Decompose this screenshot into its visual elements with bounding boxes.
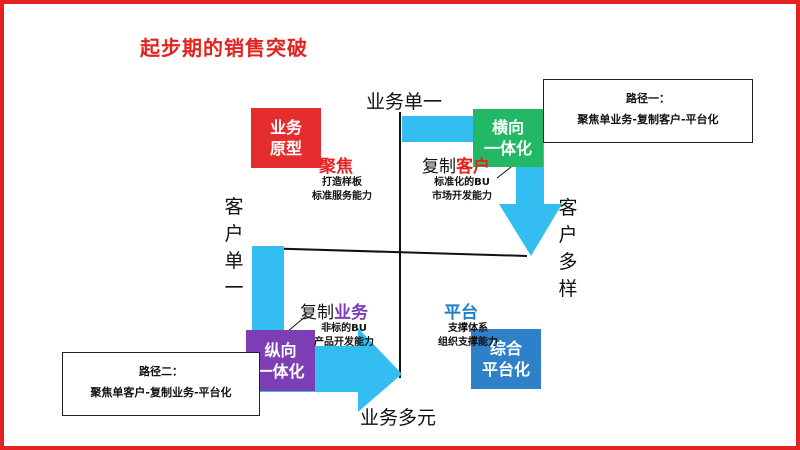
horizontal-axis-line	[257, 247, 528, 257]
quadrant-platform-line: 支撑体系	[448, 323, 488, 334]
quadrant-platform-desc: 支撑体系 组织支撑能力	[428, 322, 508, 350]
axis-label-right: 客 户 多 样	[557, 195, 579, 303]
path2-callout-label: 路径二：	[139, 365, 183, 378]
quadrant-copy-customer-line: 标准化的BU	[434, 177, 490, 188]
axis-label-bottom: 业务多元	[360, 407, 437, 429]
axis-label-top: 业务单一	[366, 91, 443, 113]
path2-callout: 路径二： 聚焦单客户-复制业务-平台化	[62, 352, 260, 416]
quadrant-focus-line: 打造样板	[322, 177, 362, 188]
axis-label-left-char: 单	[224, 250, 244, 272]
axis-label-left-char: 户	[224, 223, 244, 245]
axis-label-left-char: 客	[224, 196, 244, 218]
quadrant-copy-business-desc: 非标的BU 产品开发能力	[304, 322, 384, 350]
quadrant-copy-customer-title-b: 客户	[456, 157, 490, 177]
quadrant-platform-line: 组织支撑能力	[438, 337, 498, 348]
quadrant-copy-business-line: 非标的BU	[321, 323, 367, 334]
quadrant-copy-customer-title: 复制客户	[422, 152, 490, 177]
integrated-platform-box: 综合 平台化	[471, 329, 541, 389]
path1-callout-text: 聚焦单业务-复制客户-平台化	[577, 113, 719, 126]
quadrant-copy-business-line: 产品开发能力	[314, 337, 374, 348]
quadrant-copy-customer-desc: 标准化的BU 市场开发能力	[422, 176, 502, 204]
slide-title: 起步期的销售突破	[140, 36, 308, 60]
quadrant-platform-title: 平台	[444, 303, 478, 323]
axis-label-right-char: 多	[558, 251, 578, 273]
axis-label-right-char: 户	[558, 224, 578, 246]
axis-label-left-char: 一	[224, 277, 244, 299]
path2-callout-text: 聚焦单客户-复制业务-平台化	[90, 386, 232, 399]
quadrant-copy-business-title-b: 业务	[334, 303, 368, 323]
path1-callout-label: 路径一：	[626, 92, 670, 105]
quadrant-copy-customer-title-a: 复制	[422, 157, 456, 177]
horizontal-integration-box: 横向 一体化	[473, 109, 543, 167]
quadrant-focus-line: 标准服务能力	[312, 191, 372, 202]
quadrant-copy-business-title-a: 复制	[300, 303, 334, 323]
business-prototype-box: 业务 原型	[251, 108, 321, 168]
axis-label-left: 客 户 单 一	[223, 194, 245, 302]
quadrant-copy-customer-line: 市场开发能力	[432, 191, 492, 202]
quadrant-focus-desc: 打造样板 标准服务能力	[299, 176, 385, 204]
quadrant-focus-title: 聚焦	[319, 157, 353, 177]
axis-label-right-char: 样	[558, 278, 578, 300]
quadrant-copy-business-title: 复制业务	[300, 298, 368, 323]
axis-label-right-char: 客	[558, 197, 578, 219]
path1-callout: 路径一： 聚焦单业务-复制客户-平台化	[543, 79, 753, 143]
